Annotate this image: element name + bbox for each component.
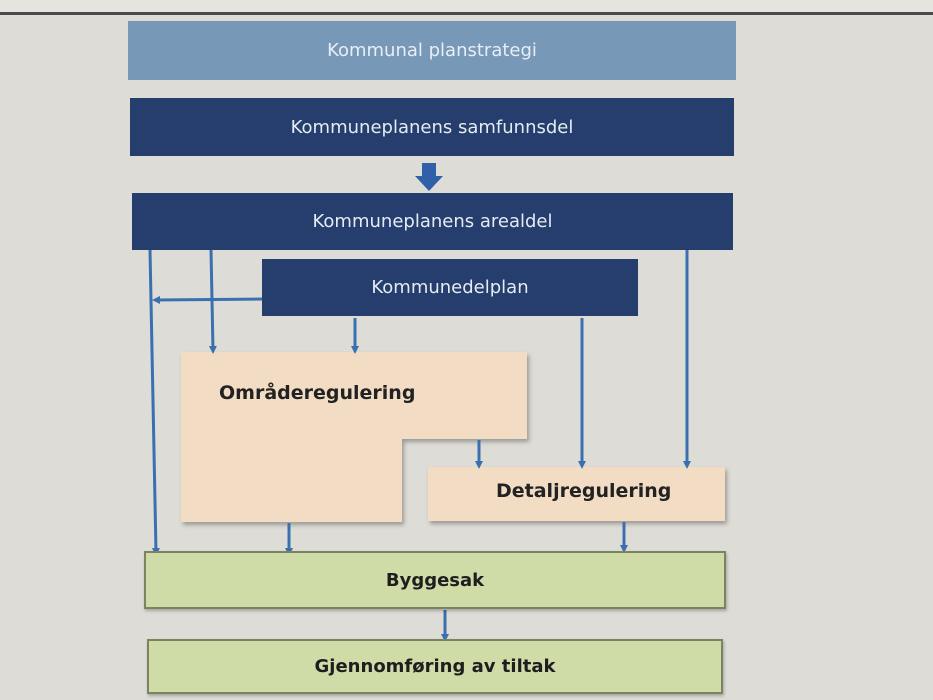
big-down-arrow-icon	[415, 163, 443, 191]
node-samfunnsdel: Kommuneplanens samfunnsdel	[130, 98, 734, 156]
node-label: Kommuneplanens samfunnsdel	[290, 116, 574, 138]
detaljregulering-shape	[428, 467, 725, 521]
node-detaljregulering-label: Detaljregulering	[496, 480, 672, 502]
node-label: Gjennomføring av tiltak	[314, 656, 556, 677]
edge-arealdel-byggesak	[148, 249, 160, 556]
omraderegulering-shape	[181, 352, 527, 522]
edge-kommunedelplan-left	[152, 295, 263, 304]
node-omraderegulering-label: Områderegulering	[219, 382, 416, 404]
node-gjennomforing: Gjennomføring av tiltak	[147, 639, 723, 694]
top-band	[0, 0, 933, 13]
node-label: Kommunal planstrategi	[327, 40, 537, 61]
top-divider	[0, 12, 933, 15]
node-label: Kommunedelplan	[371, 277, 529, 298]
node-kommunedelplan: Kommunedelplan	[262, 259, 638, 316]
node-label: Byggesak	[385, 569, 485, 591]
node-label: Kommuneplanens arealdel	[312, 211, 553, 232]
node-byggesak: Byggesak	[144, 551, 726, 609]
node-kommunal-planstrategi: Kommunal planstrategi	[128, 21, 736, 80]
node-arealdel: Kommuneplanens arealdel	[132, 193, 733, 250]
